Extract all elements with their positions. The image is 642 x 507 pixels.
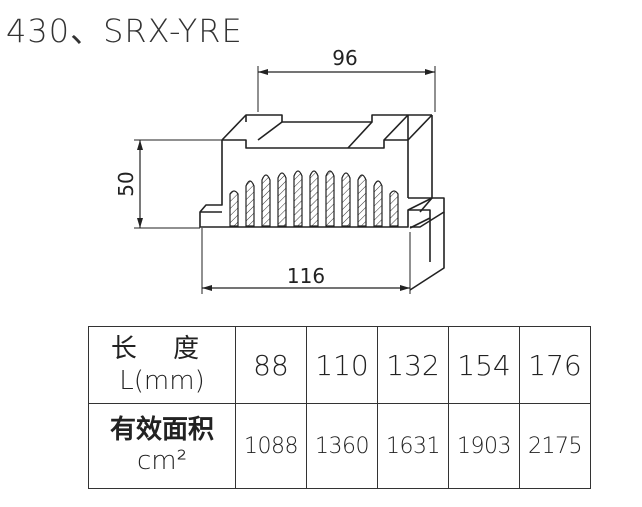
length-header-cell: 长 度 L(mm) <box>88 326 236 404</box>
length-unit-label: L(mm) <box>119 366 205 396</box>
length-cell: 176 <box>519 326 591 404</box>
length-cell: 110 <box>306 326 378 404</box>
area-cell: 1631 <box>377 403 449 489</box>
area-header-cell: 有效面积 cm² <box>88 403 236 489</box>
table-row-area: 有效面积 cm² 1088 1360 1631 1903 2175 <box>88 403 591 489</box>
heatsink-fins <box>229 170 399 227</box>
heatsink-drawing: 96 50 116 <box>114 46 445 294</box>
area-label: 有效面积 <box>109 415 214 445</box>
model-title: 430、SRX-YRE <box>6 12 243 50</box>
length-cell: 88 <box>235 326 307 404</box>
spec-table: 长 度 L(mm) 88 110 132 154 176 有效面积 cm² 10… <box>88 326 591 489</box>
dimension-base: 116 <box>201 228 411 294</box>
area-cell: 1088 <box>235 403 307 489</box>
dimension-height: 50 <box>114 139 222 229</box>
dimension-base-label: 116 <box>287 264 325 288</box>
length-cell: 154 <box>448 326 520 404</box>
dimension-width-label: 96 <box>332 46 357 70</box>
length-label: 长 度 <box>110 334 214 364</box>
table-row-length: 长 度 L(mm) 88 110 132 154 176 <box>88 326 591 404</box>
area-cell: 1903 <box>448 403 520 489</box>
length-cell: 132 <box>377 326 449 404</box>
area-unit-label: cm² <box>136 446 188 476</box>
heatsink-profile <box>199 114 445 291</box>
dimension-height-label: 50 <box>114 171 138 196</box>
dimension-width: 96 <box>257 46 436 112</box>
area-cell: 2175 <box>519 403 591 489</box>
area-cell: 1360 <box>306 403 378 489</box>
